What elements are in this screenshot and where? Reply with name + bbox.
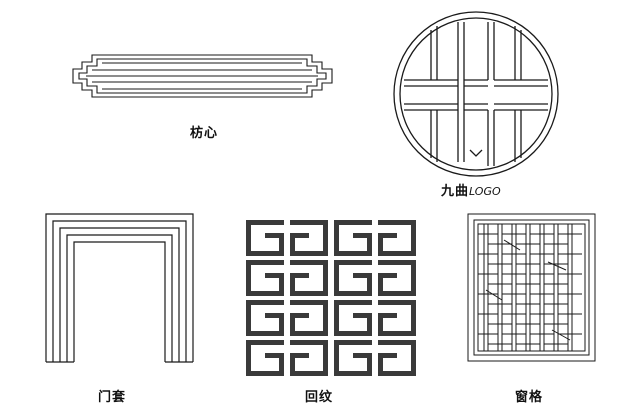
caption-jiuqu: 九曲LOGO	[441, 180, 501, 199]
fret-tile	[246, 340, 284, 376]
fret-tile	[290, 300, 328, 336]
fret-tile	[334, 300, 372, 336]
fret-tile	[378, 220, 416, 256]
caption-huiwen: 回纹	[305, 390, 334, 405]
lattice-diagonal	[551, 329, 571, 341]
fret-tile	[378, 260, 416, 296]
chuangge-lattice-icon	[467, 213, 596, 362]
jiuqu-logo-icon	[393, 11, 559, 177]
caption-jiuqu-cn: 九曲	[441, 184, 470, 199]
mentao-frame-icon	[45, 213, 194, 363]
caption-mentao: 门套	[98, 390, 127, 405]
fret-tile	[290, 340, 328, 376]
fret-tile	[290, 220, 328, 256]
fangxin-beam-icon	[72, 54, 333, 98]
huiwen-fret-icon	[246, 220, 416, 376]
caption-jiuqu-latin: LOGO	[469, 185, 501, 198]
fret-tile	[334, 220, 372, 256]
caption-fangxin: 枋心	[190, 126, 219, 141]
fret-tile	[378, 340, 416, 376]
caption-chuangge: 窗格	[515, 390, 544, 405]
fret-tile	[378, 300, 416, 336]
lattice-diagonal	[503, 239, 521, 251]
lattice-diagonal	[547, 261, 567, 271]
fret-tile	[334, 340, 372, 376]
fret-tile	[246, 300, 284, 336]
fret-tile	[290, 260, 328, 296]
fret-tile	[334, 260, 372, 296]
fret-tile	[246, 220, 284, 256]
fret-tile	[246, 260, 284, 296]
lattice-diagonal	[485, 289, 503, 301]
